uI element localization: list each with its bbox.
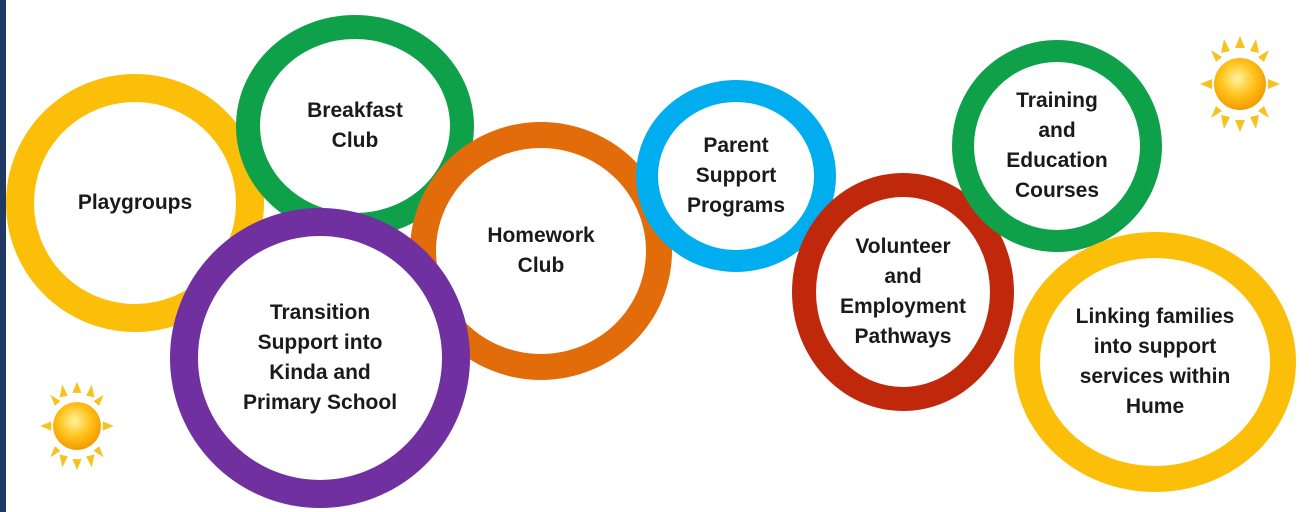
sun-icon [40, 381, 114, 471]
circle-label: Parent Support Programs [686, 134, 786, 217]
circle-transition-support: Transition Support into Kinda and Primar… [170, 208, 470, 508]
circle-training-education: Training and Education Courses [952, 40, 1162, 252]
circle-label: Linking families into support services w… [1075, 305, 1235, 418]
circle-label: Training and Education Courses [1006, 89, 1108, 202]
circle-label: Transition Support into Kinda and Primar… [242, 301, 398, 414]
circle-label: Homework Club [487, 224, 595, 277]
circle-label: Playgroups [77, 191, 193, 214]
circle-label: Breakfast Club [307, 99, 403, 152]
sun-icon [1200, 36, 1280, 132]
left-border [0, 0, 6, 512]
circle-label: Volunteer and Employment Pathways [839, 235, 967, 348]
circle-linking-families: Linking families into support services w… [1014, 232, 1296, 492]
